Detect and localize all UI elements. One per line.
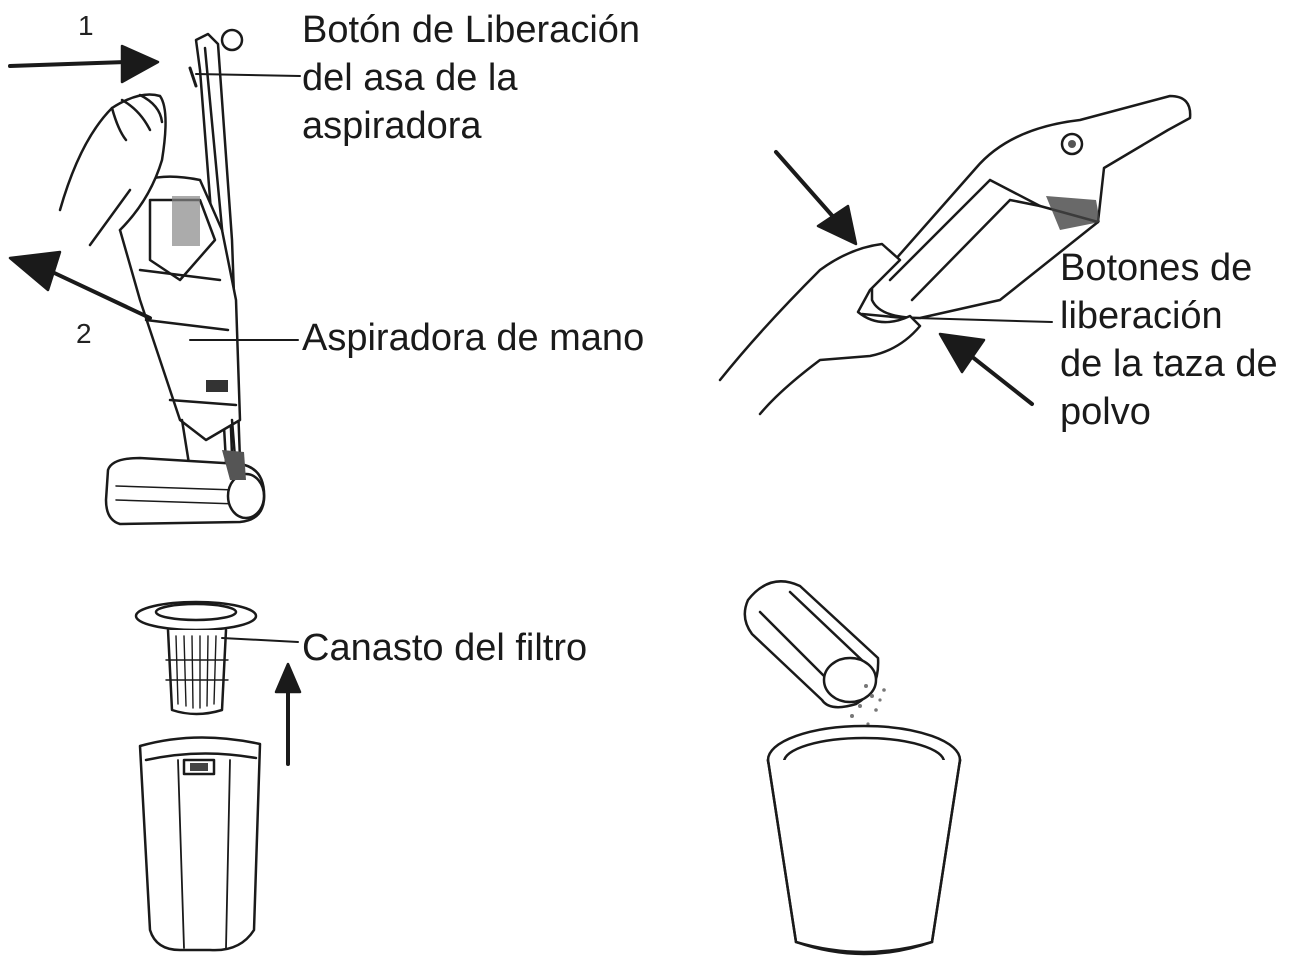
- label-line: Botones de: [1060, 247, 1253, 289]
- label-line: del asa de la: [302, 57, 518, 99]
- step-number-2: 2: [76, 318, 92, 349]
- handheld-vacuum-illustration: [718, 94, 1192, 416]
- label-line: Canasto del filtro: [302, 627, 588, 669]
- label-dust-cup-release-buttons: Botones de liberación de la taza de polv…: [1060, 244, 1278, 436]
- label-line: Botón de Liberación: [302, 9, 641, 51]
- step-number-1: 1: [78, 10, 94, 41]
- label-line: aspiradora: [302, 105, 482, 147]
- label-filter-basket: Canasto del filtro: [302, 624, 587, 672]
- label-handheld-vacuum: Aspiradora de mano: [302, 314, 644, 362]
- stick-vacuum-illustration: [8, 28, 301, 526]
- label-line: de la taza de: [1060, 343, 1278, 385]
- label-line: Aspiradora de mano: [302, 317, 645, 359]
- emptying-dust-cup-illustration: [743, 580, 962, 956]
- filter-basket-illustration: [134, 600, 302, 952]
- label-line: polvo: [1060, 391, 1151, 433]
- label-handle-release-button: Botón de Liberación del asa de la aspira…: [302, 6, 640, 150]
- label-line: liberación: [1060, 295, 1223, 337]
